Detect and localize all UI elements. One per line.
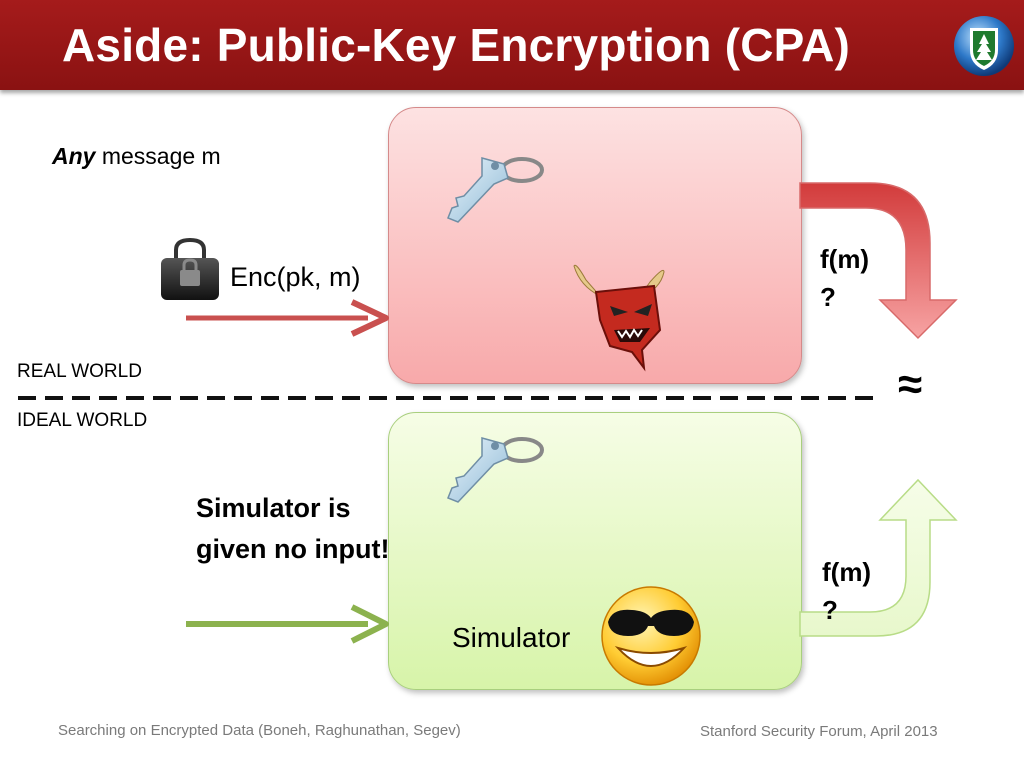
stanford-logo-icon [954,16,1014,76]
footer-left: Searching on Encrypted Data (Boneh, Ragh… [58,722,461,739]
title-bar [0,0,1024,90]
simulator-note: Simulator is given no input! [196,493,390,564]
ideal-world-label: IDEAL WORLD [17,410,148,431]
slide-title: Aside: Public-Key Encryption (CPA) [62,19,851,71]
enc-label: Enc(pk, m) [230,262,361,292]
ideal-world-box [388,412,802,690]
devil-icon [573,264,665,372]
real-world-label: REAL WORLD [17,361,142,382]
real-world-box [388,107,802,384]
key-icon-real [447,157,544,223]
real-output-arrow [799,182,958,340]
cool-smiley-icon [601,586,701,686]
ideal-input-arrow [186,604,389,644]
real-input-arrow [186,299,389,337]
key-icon-ideal [447,437,544,503]
ideal-output-arrow [799,478,958,637]
real-fm-label: f(m)? [820,244,870,312]
padlock-icon [161,237,219,300]
approx-symbol: ≈ [898,360,923,409]
footer-right: Stanford Security Forum, April 2013 [700,723,938,740]
any-message-label: Any message m [52,143,221,169]
simulator-label: Simulator [452,622,571,653]
ideal-fm-label: f(m)? [822,557,872,625]
